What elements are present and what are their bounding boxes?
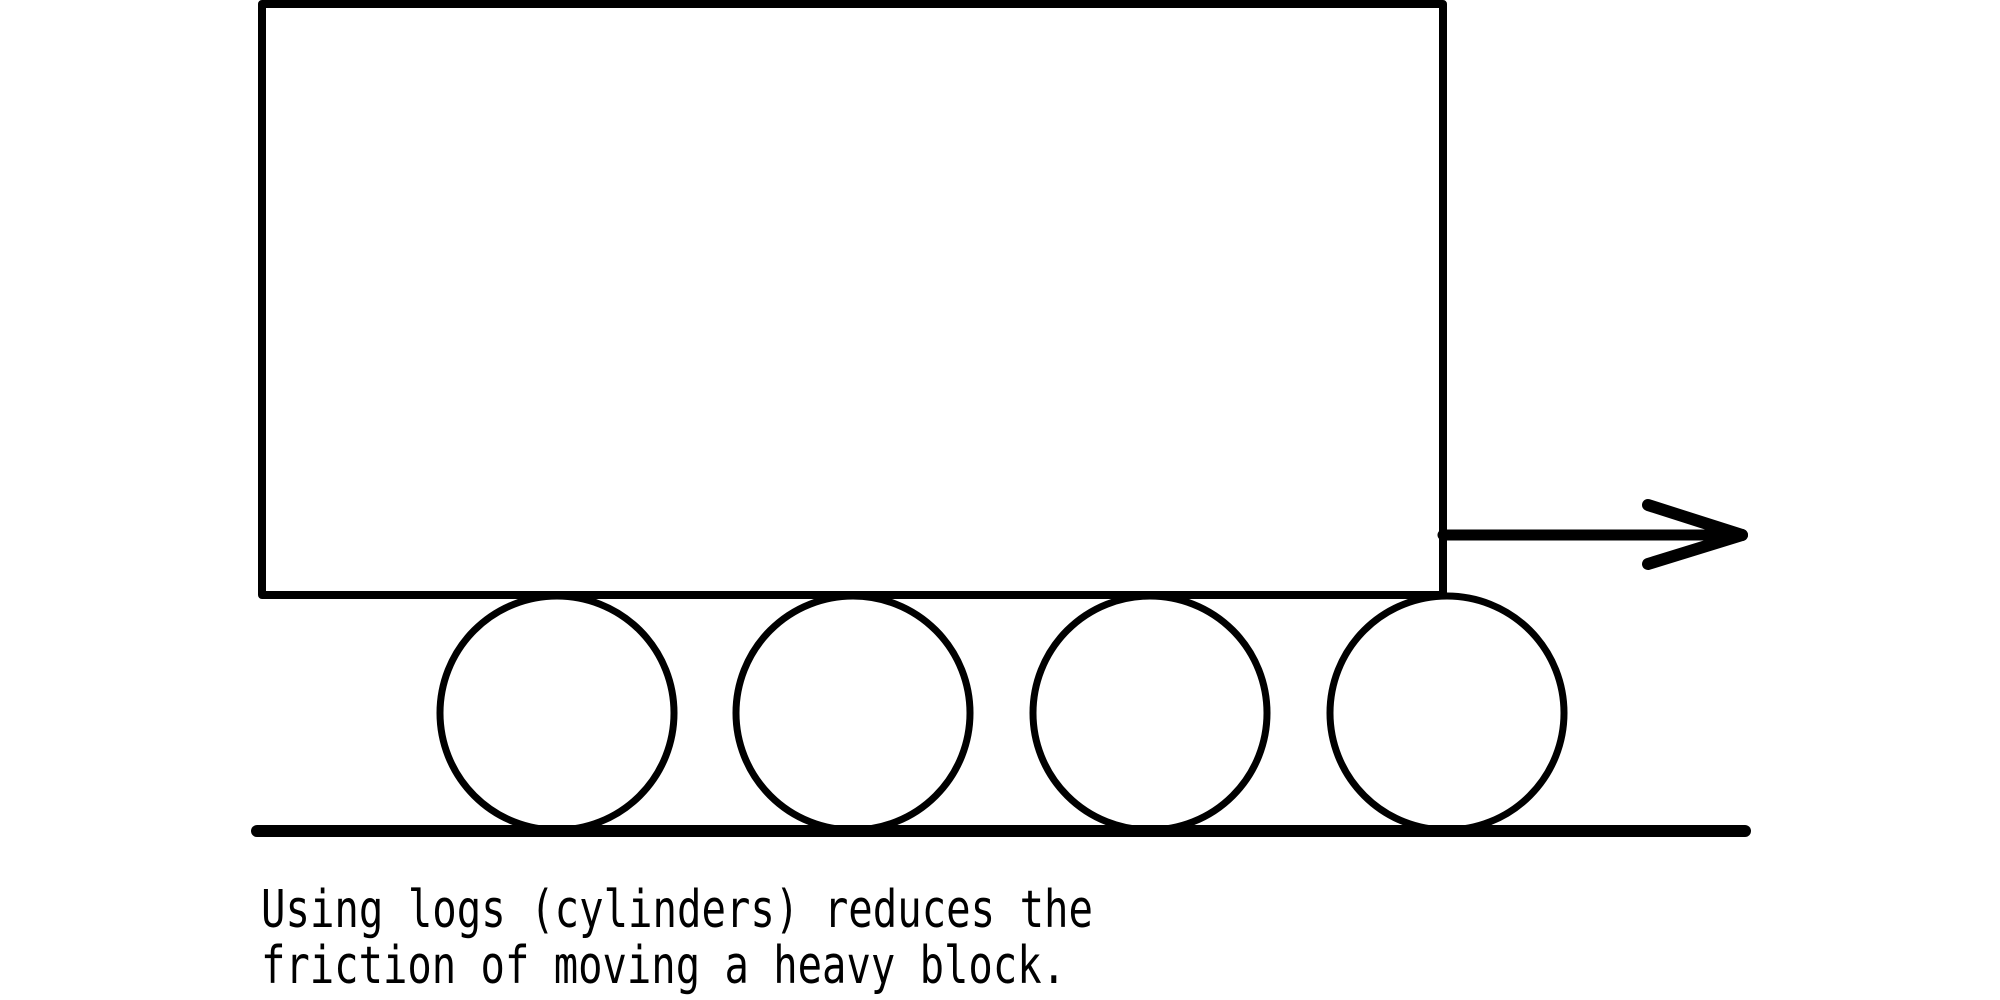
caption: Using logs (cylinders) reduces the frict… <box>261 880 1093 996</box>
force-arrow-icon <box>1437 499 1748 570</box>
log-1 <box>436 592 678 834</box>
log-2 <box>732 592 974 834</box>
log-4 <box>1326 592 1568 834</box>
log-3 <box>1029 592 1271 834</box>
logs-group <box>436 592 1568 834</box>
heavy-block <box>258 0 1447 599</box>
arrow-head-lower <box>1642 529 1748 570</box>
arrow-head-upper <box>1642 499 1748 541</box>
caption-line-2: friction of moving a heavy block. <box>261 936 1066 996</box>
caption-line-1: Using logs (cylinders) reduces the <box>261 880 1093 940</box>
